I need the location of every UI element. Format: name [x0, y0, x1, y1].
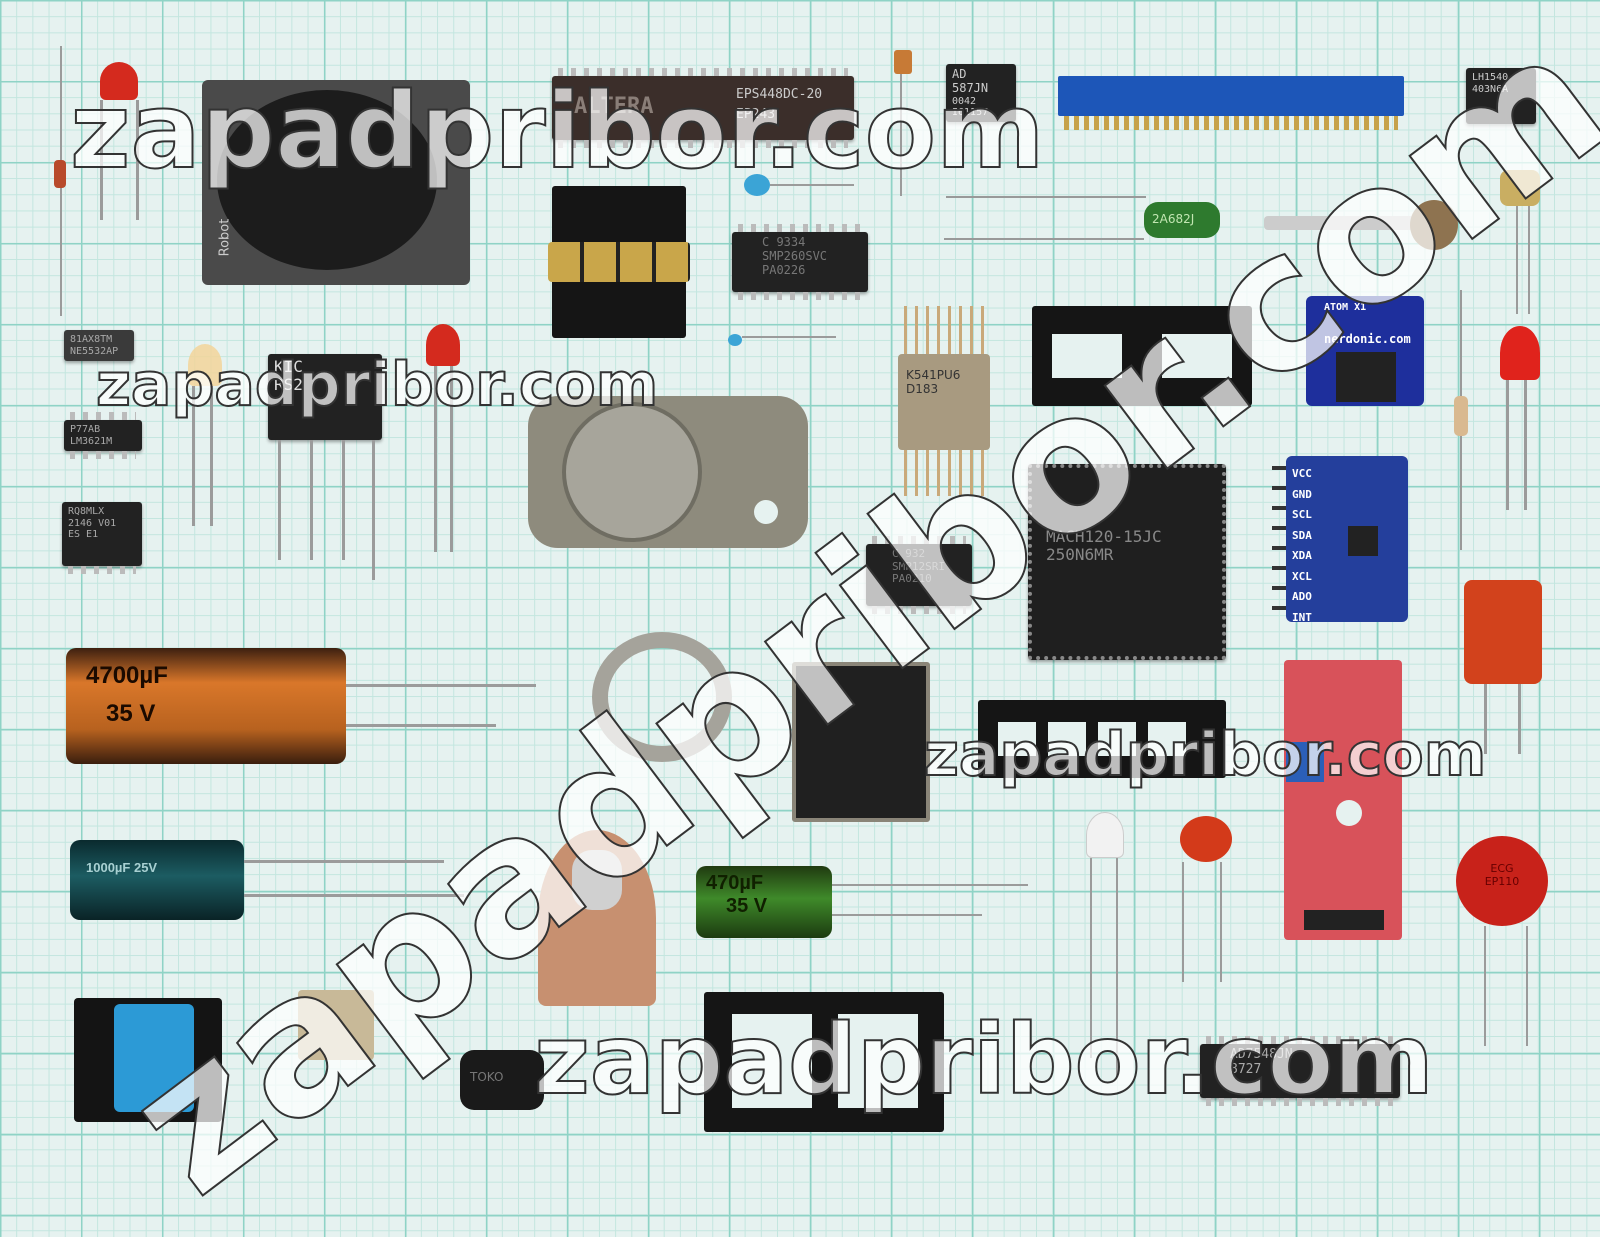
lead: [946, 196, 1146, 198]
joystick-label: Robot: [217, 218, 233, 257]
lead: [832, 884, 1028, 886]
ic-socket-28pin: [704, 992, 944, 1132]
joystick-module: Robot: [202, 80, 470, 285]
trimmer-resistor: [1058, 76, 1404, 130]
ceramic-disc-capacitor: [1180, 816, 1232, 862]
lead: [1526, 926, 1528, 1046]
led-lead: [1506, 380, 1509, 510]
lead: [244, 860, 444, 863]
lead: [1516, 206, 1518, 314]
lead: [278, 440, 281, 560]
dil-socket-module: [792, 662, 930, 822]
lead: [346, 684, 536, 687]
lead: [1518, 684, 1521, 754]
led-lead: [434, 366, 437, 552]
sensor-module-red: [1284, 660, 1402, 940]
lead: [1220, 862, 1222, 982]
atom-x1-board: ATOM X1 nerdonic.com: [1306, 296, 1424, 406]
red-led: [426, 324, 460, 366]
yellow-led: [188, 344, 222, 386]
thermostat: [528, 396, 808, 548]
lead: [1182, 862, 1184, 982]
ic-socket-24pin: [1032, 306, 1252, 406]
film-capacitor: 2A682J: [1144, 202, 1220, 238]
lead: [1116, 858, 1118, 1078]
lead: [342, 440, 345, 560]
transistor-metal-can: [1500, 170, 1540, 206]
lead: [1090, 858, 1092, 1058]
lead: [346, 724, 496, 727]
lead: [944, 238, 1144, 240]
metal-ring: [592, 632, 732, 762]
led-lead: [136, 100, 139, 220]
diode: [54, 160, 66, 188]
dht-sensor-module: [74, 998, 222, 1122]
small-blue-capacitor: [728, 334, 742, 346]
gold-led-display: [548, 186, 690, 338]
lead: [770, 184, 854, 186]
capacitor-1000uf: 1000µF 25V: [70, 840, 244, 920]
ceramic-capacitor: [894, 50, 912, 74]
led-lead: [450, 366, 453, 552]
resistor: [1454, 396, 1468, 436]
toko-inductor: TOKO: [460, 1050, 544, 1110]
potentiometer-shaft: [1264, 216, 1414, 230]
altera-eprom: ALTERA EPS448DC-20 EP243: [552, 68, 854, 148]
led-lead: [1524, 380, 1527, 510]
blue-ceramic-capacitor: [744, 174, 770, 196]
led-lead: [100, 100, 103, 220]
lead: [900, 74, 902, 196]
red-led: [100, 62, 138, 100]
red-led: [1500, 326, 1540, 380]
lead: [310, 440, 313, 560]
lead: [244, 894, 464, 897]
hybrid-chip-small: [298, 990, 374, 1060]
white-led: [1086, 812, 1124, 858]
lead: [1484, 926, 1486, 1046]
led-lead: [192, 386, 195, 526]
lead: [742, 336, 836, 338]
led-lead: [210, 386, 213, 526]
lead: [1528, 206, 1530, 314]
potentiometer: [1410, 200, 1458, 250]
polyfuse: [1464, 580, 1542, 684]
lead: [1484, 684, 1487, 754]
lead: [372, 440, 375, 580]
lead: [832, 914, 982, 916]
ic-socket-row: [978, 700, 1226, 778]
rotary-potentiometer: [538, 830, 656, 1006]
